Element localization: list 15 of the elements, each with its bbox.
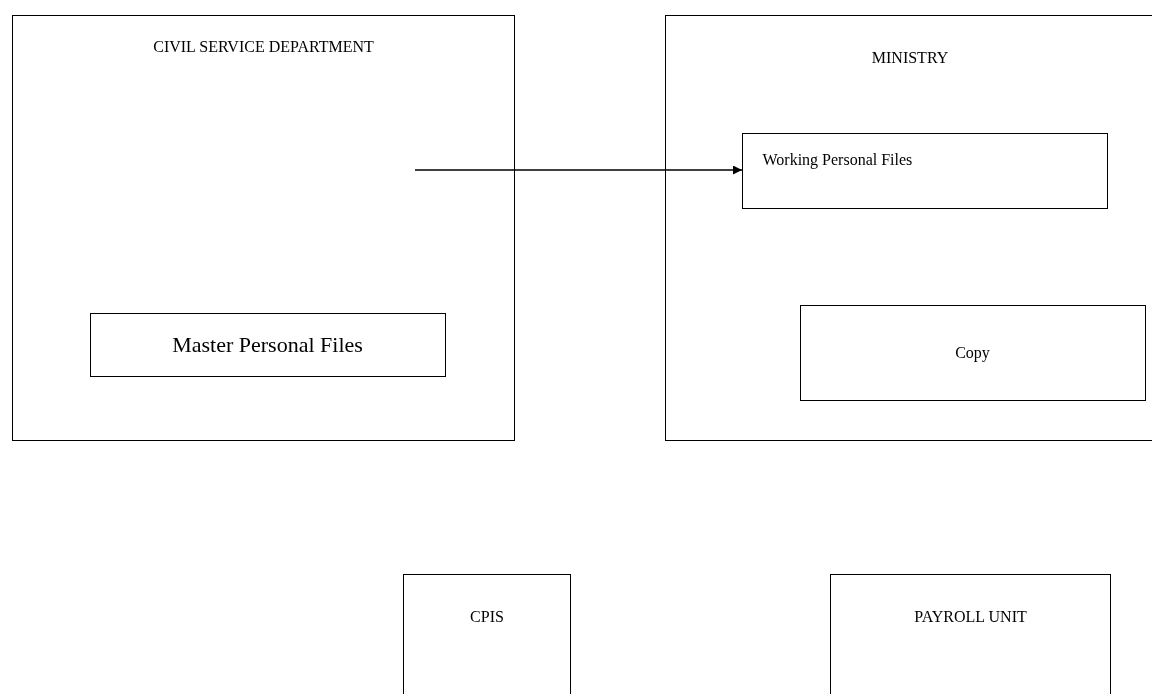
box-label: Copy [954, 343, 991, 362]
file-box [89, 312, 446, 377]
ministry-box [665, 15, 1152, 441]
file-box [741, 132, 1108, 209]
box-label: PAYROLL UNIT [913, 608, 1028, 626]
department-box [12, 15, 515, 441]
system-box [403, 574, 571, 694]
copy-box [799, 304, 1146, 401]
box-label: MINISTRY [870, 49, 950, 67]
box-label: CPIS [469, 608, 505, 626]
box-label: Working Personal Files [762, 150, 913, 169]
unit-box [830, 574, 1111, 694]
arrow [414, 165, 743, 175]
box-label: Master Personal Files [171, 331, 364, 358]
box-label: CIVIL SERVICE DEPARTMENT [152, 38, 375, 56]
